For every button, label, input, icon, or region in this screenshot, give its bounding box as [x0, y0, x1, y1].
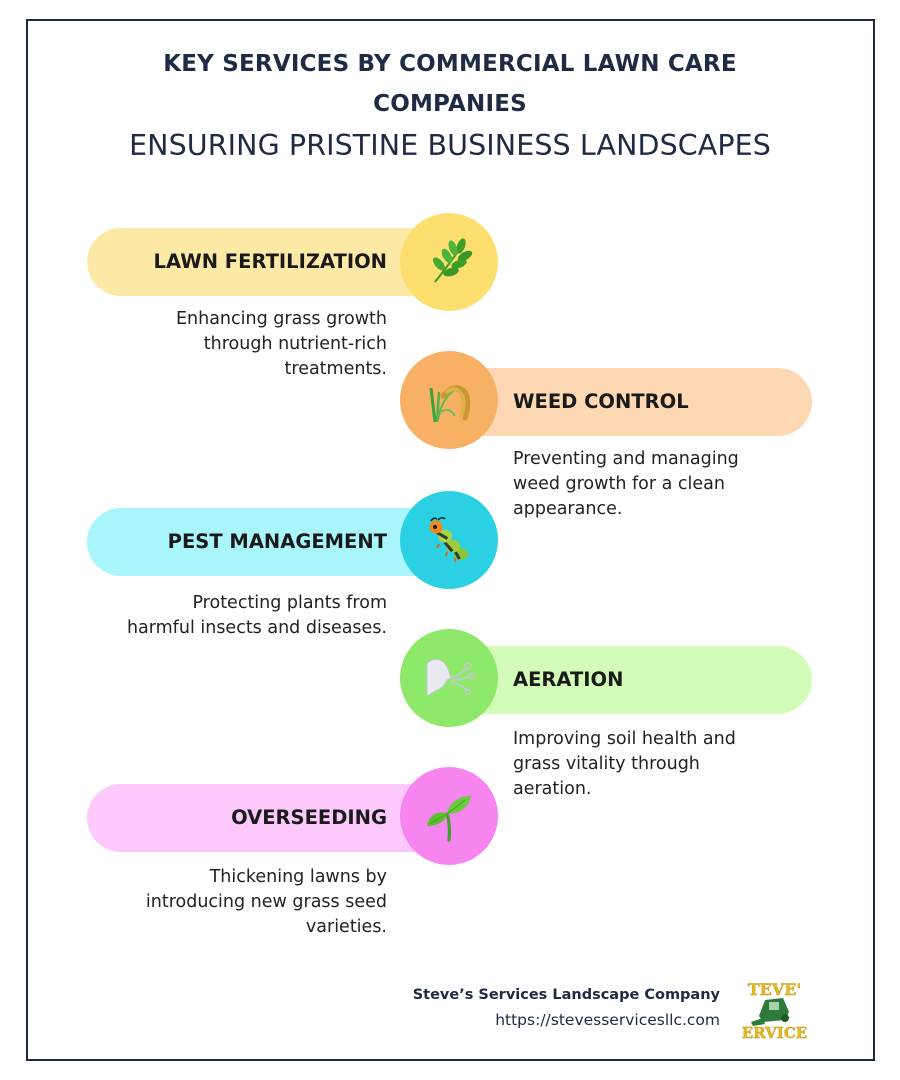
page-title: KEY SERVICES BY COMMERCIAL LAWN CARE COM… [0, 44, 900, 124]
service-label: PEST MANAGEMENT [167, 530, 387, 553]
footer-company-name: Steve’s Services Landscape Company [412, 987, 720, 1003]
logo-text-top: TEVE' [748, 980, 802, 999]
rice-sheaf-icon [400, 351, 498, 449]
herb-branch-icon [400, 213, 498, 311]
service-description: Protecting plants from harmful insects a… [126, 593, 387, 638]
seedling-icon [400, 767, 498, 865]
service-label: WEED CONTROL [513, 390, 689, 413]
title-line-2: COMPANIES [373, 91, 527, 117]
service-description: Preventing and managing weed growth for … [513, 449, 739, 519]
service-description: Enhancing grass growth through nutrient-… [175, 309, 387, 379]
caterpillar-bug-icon [400, 491, 498, 589]
service-description: Improving soil health and grass vitality… [513, 729, 736, 799]
footer-website-link[interactable]: https://stevesservicesllc.com [495, 1011, 720, 1029]
title-line-1: KEY SERVICES BY COMMERCIAL LAWN CARE [163, 51, 737, 77]
service-label: AERATION [513, 668, 624, 691]
service-label: OVERSEEDING [231, 806, 387, 829]
service-description: Thickening lawns by introducing new gras… [145, 867, 387, 937]
logo-text-bottom: ERVICE [742, 1024, 807, 1040]
page-subtitle: ENSURING PRISTINE BUSINESS LANDSCAPES [129, 129, 771, 162]
company-logo: TEVE' ERVICE [741, 978, 808, 1042]
wind-face-icon [400, 629, 498, 727]
service-label: LAWN FERTILIZATION [153, 250, 387, 273]
